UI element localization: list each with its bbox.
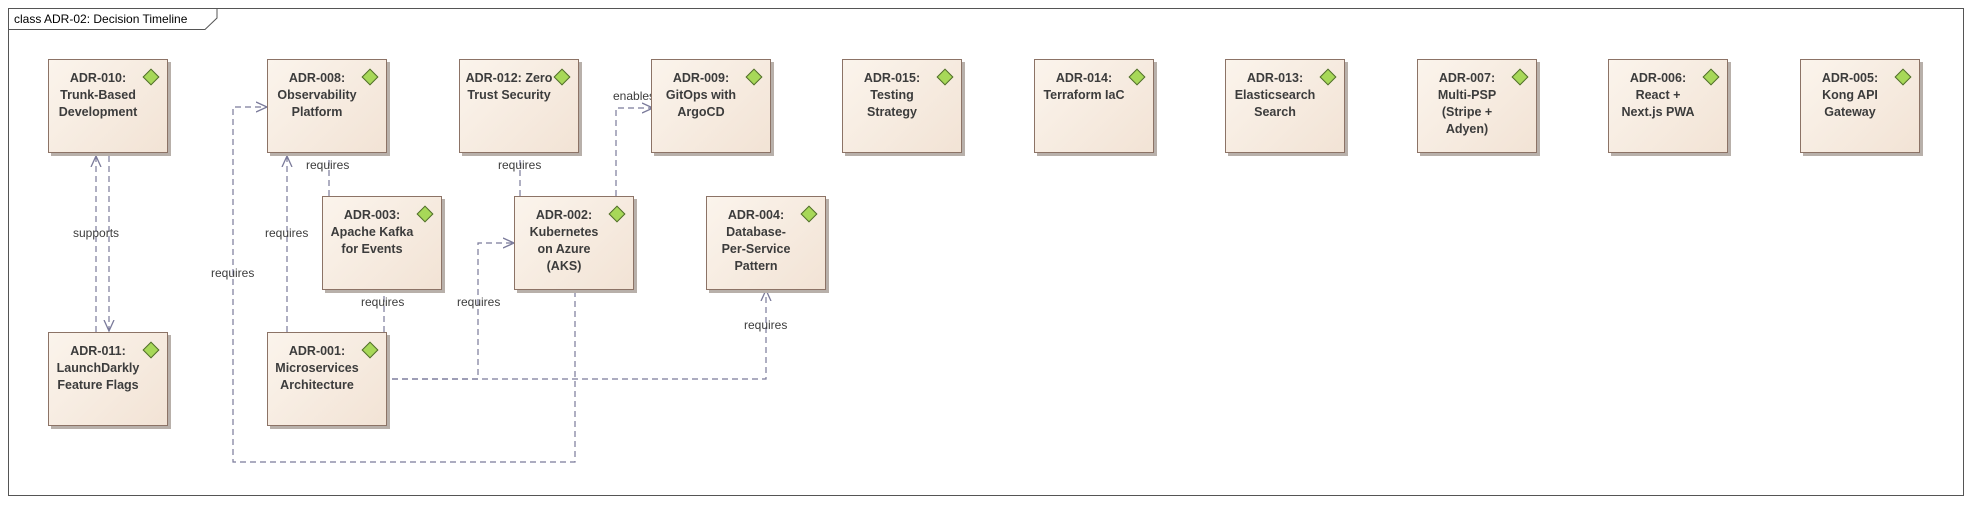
edge-label-requires: requires [361, 295, 405, 309]
node-adr-004[interactable]: ADR-004: Database- Per-Service Pattern [706, 196, 826, 290]
node-adr-012[interactable]: ADR-012: Zero Trust Security [459, 59, 579, 153]
node-label: ADR-003: Apache Kafka for Events [330, 208, 414, 256]
edge-label-requires: requires [457, 295, 501, 309]
node-label: ADR-009: GitOps with ArgoCD [665, 71, 737, 119]
edge-label-requires: requires [265, 226, 309, 240]
node-adr-006[interactable]: ADR-006: React + Next.js PWA [1608, 59, 1728, 153]
artifact-diamond-icon [142, 68, 160, 86]
edge-label-requires: requires [211, 266, 255, 280]
frame-title-tab [8, 8, 218, 30]
node-adr-013[interactable]: ADR-013: Elasticsearch Search [1225, 59, 1345, 153]
node-adr-014[interactable]: ADR-014: Terraform IaC [1034, 59, 1154, 153]
diagram-frame [8, 8, 1964, 496]
node-adr-001[interactable]: ADR-001: Microservices Architecture [267, 332, 387, 426]
node-label: ADR-012: Zero Trust Security [465, 71, 553, 102]
edge-label-requires: requires [306, 158, 350, 172]
node-adr-002[interactable]: ADR-002: Kubernetes on Azure (AKS) [514, 196, 634, 290]
node-adr-009[interactable]: ADR-009: GitOps with ArgoCD [651, 59, 771, 153]
diagram-title: class ADR-02: Decision Timeline [14, 12, 188, 26]
artifact-diamond-icon [1702, 68, 1720, 86]
node-label: ADR-004: Database- Per-Service Pattern [721, 208, 791, 273]
node-adr-007[interactable]: ADR-007: Multi-PSP (Stripe + Adyen) [1417, 59, 1537, 153]
node-label: ADR-014: Terraform IaC [1043, 71, 1125, 102]
node-adr-015[interactable]: ADR-015: Testing Strategy [842, 59, 962, 153]
artifact-diamond-icon [361, 341, 379, 359]
node-label: ADR-007: Multi-PSP (Stripe + Adyen) [1437, 71, 1497, 136]
artifact-diamond-icon [1511, 68, 1529, 86]
node-label: ADR-011: LaunchDarkly Feature Flags [56, 344, 140, 392]
edge-adr002-enables-adr009 [615, 108, 653, 196]
artifact-diamond-icon [936, 68, 954, 86]
artifact-diamond-icon [1894, 68, 1912, 86]
edge-label-requires: requires [744, 318, 788, 332]
node-label: ADR-001: Microservices Architecture [275, 344, 359, 392]
node-adr-008[interactable]: ADR-008: Observability Platform [267, 59, 387, 153]
artifact-diamond-icon [745, 68, 763, 86]
artifact-diamond-icon [361, 68, 379, 86]
artifact-diamond-icon [1128, 68, 1146, 86]
edge-label-enables: enables [613, 89, 656, 103]
edge-adr001-requires-adr004 [392, 290, 766, 380]
node-label: ADR-006: React + Next.js PWA [1621, 71, 1695, 119]
node-adr-011[interactable]: ADR-011: LaunchDarkly Feature Flags [48, 332, 168, 426]
artifact-diamond-icon [608, 205, 626, 223]
node-label: ADR-008: Observability Platform [277, 71, 357, 119]
artifact-diamond-icon [553, 68, 571, 86]
node-adr-010[interactable]: ADR-010: Trunk-Based Development [48, 59, 168, 153]
artifact-diamond-icon [142, 341, 160, 359]
node-label: ADR-013: Elasticsearch Search [1234, 71, 1316, 119]
node-label: ADR-002: Kubernetes on Azure (AKS) [529, 208, 599, 273]
artifact-diamond-icon [800, 205, 818, 223]
artifact-diamond-icon [416, 205, 434, 223]
node-label: ADR-015: Testing Strategy [863, 71, 921, 119]
node-label: ADR-005: Kong API Gateway [1821, 71, 1879, 119]
node-adr-005[interactable]: ADR-005: Kong API Gateway [1800, 59, 1920, 153]
node-adr-003[interactable]: ADR-003: Apache Kafka for Events [322, 196, 442, 290]
edge-label-requires: requires [498, 158, 542, 172]
edge-label-supports: supports [73, 226, 120, 240]
artifact-diamond-icon [1319, 68, 1337, 86]
node-label: ADR-010: Trunk-Based Development [58, 71, 138, 119]
edge-adr002-requires-adr008 [232, 107, 576, 463]
